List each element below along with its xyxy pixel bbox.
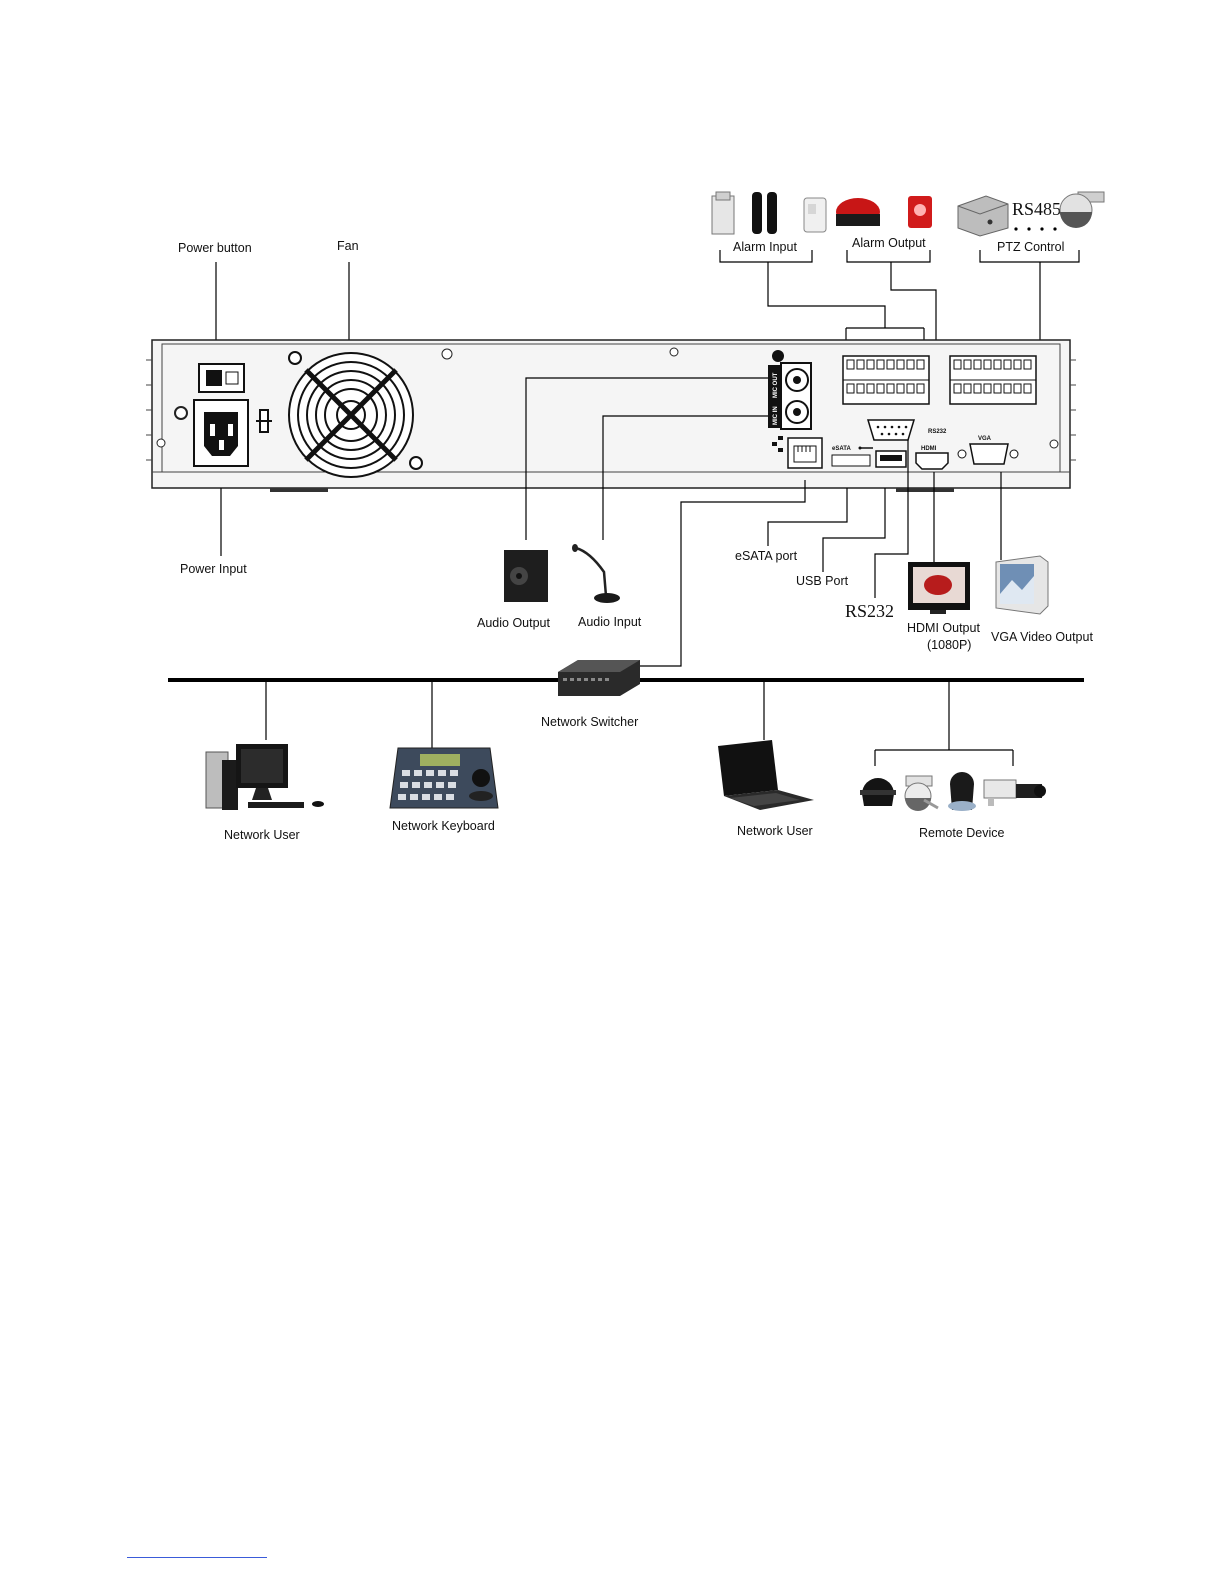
alarm-output-siren-icon: [836, 196, 932, 228]
footnote-separator: [127, 1557, 267, 1558]
speaker-icon: [504, 550, 548, 602]
desktop-pc-icon: [206, 744, 324, 810]
microphone-icon: [572, 544, 620, 603]
laptop-icon: [718, 740, 814, 810]
network-wire: [640, 480, 805, 666]
esata-port-icon: [832, 455, 870, 466]
fan-label: Fan: [337, 239, 359, 253]
vga-crt-monitor-icon: [996, 556, 1048, 614]
remote-device-label: Remote Device: [919, 826, 1004, 840]
ethernet-port-icon: [788, 438, 822, 468]
hdmi-port-icon: [916, 453, 948, 469]
power-socket-icon: [194, 400, 248, 466]
ptz-terminal-block: [950, 356, 1036, 404]
mic-in-marking: MIC IN: [773, 406, 779, 425]
rs232-port-icon: [868, 420, 914, 440]
hdmi-marking: HDMI: [921, 446, 937, 452]
audio-input-label: Audio Input: [578, 615, 642, 629]
ptz-control-label: PTZ Control: [997, 240, 1064, 254]
usb-port-tongue: [880, 455, 902, 461]
rs485-dots: [1014, 227, 1056, 230]
speed-dome-camera-icon: [1060, 192, 1104, 228]
alarm-output-bracket: [847, 250, 930, 262]
network-user-2-label: Network User: [737, 824, 813, 838]
esata-marking: eSATA: [832, 446, 851, 452]
usb-port-label: USB Port: [796, 574, 849, 588]
remote-cameras-icon: [860, 772, 1046, 811]
rs232-label: RS232: [845, 601, 894, 621]
hdmi-output-label: HDMI Output: [907, 621, 980, 635]
audio-output-label: Audio Output: [477, 616, 550, 630]
hdmi-monitor-icon: [908, 562, 970, 614]
hdmi-output-resolution: (1080P): [927, 638, 971, 652]
alarm-output-label: Alarm Output: [852, 236, 926, 250]
alarm-input-label: Alarm Input: [733, 240, 797, 254]
network-keyboard-label: Network Keyboard: [392, 819, 495, 833]
network-switcher-label: Network Switcher: [541, 715, 638, 729]
power-switch-icon: [199, 364, 244, 392]
rs232-marking: RS232: [928, 429, 947, 435]
alarm-terminal-block: [843, 356, 929, 404]
network-switch-icon: [558, 660, 640, 696]
esata-port-label: eSATA port: [735, 549, 798, 563]
alarm-input-sensors-icon: [712, 192, 826, 234]
ptz-control-decoder-icon: [958, 196, 1008, 236]
esata-wire: [768, 488, 847, 546]
power-input-label: Power Input: [180, 562, 247, 576]
mic-out-marking: MIC OUT: [773, 372, 779, 398]
power-button-label: Power button: [178, 241, 252, 255]
remote-device-drop: [875, 680, 1013, 766]
rs485-label: RS485: [1012, 199, 1061, 219]
network-keyboard-icon: [390, 748, 498, 808]
vga-marking: VGA: [978, 436, 992, 442]
vga-video-output-label: VGA Video Output: [991, 630, 1093, 644]
usb-wire: [823, 488, 885, 572]
network-user-1-label: Network User: [224, 828, 300, 842]
